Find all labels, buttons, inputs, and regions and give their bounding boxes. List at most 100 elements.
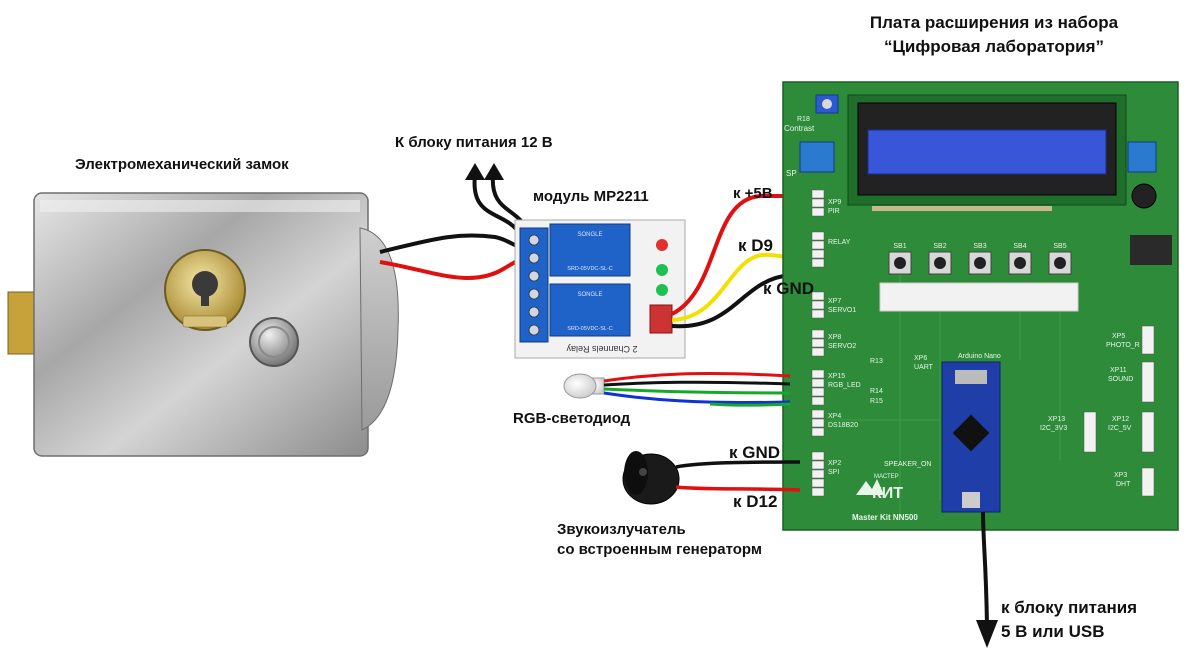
- relay-led-green-2: [656, 284, 668, 296]
- header-pin: [811, 409, 825, 419]
- rgb-led-component: [563, 372, 791, 407]
- push-button-label-2: SB2: [933, 243, 946, 250]
- board-sp: SP: [786, 169, 797, 178]
- header-pin: [811, 478, 825, 488]
- board-r18: R18: [797, 116, 810, 123]
- to-gnd-relay-label: к GND: [763, 279, 815, 298]
- board-contrast: Contrast: [784, 124, 815, 133]
- board-title-line2: “Цифровая лаборатория”: [883, 37, 1105, 56]
- push-button-cap-4: [1014, 257, 1026, 269]
- buzzer-component: [622, 451, 801, 505]
- relay-2-spec: SRD-05VDC-SL-C: [567, 326, 613, 332]
- board-uart: UART: [914, 364, 934, 371]
- relay-1-spec: SRD-05VDC-SL-C: [567, 266, 613, 272]
- board-title-line1: Плата расширения из набора: [869, 13, 1119, 32]
- header-pin: [811, 189, 825, 199]
- header-pin: [811, 347, 825, 357]
- relay-silkscreen: 2 Channels Relay: [566, 344, 638, 354]
- board-r14: R14: [870, 388, 883, 395]
- board-dht: DHT: [1116, 481, 1131, 488]
- board-servo2: SERVO2: [828, 343, 856, 350]
- board-i2c-3v3: I2C_3V3: [1040, 425, 1067, 432]
- to-5v-label: к +5В: [733, 185, 773, 202]
- relay-led-green-1: [656, 264, 668, 276]
- header-pin: [811, 258, 825, 268]
- power-5v-cable: [976, 511, 998, 648]
- header-pin: [811, 469, 825, 479]
- lock-knob-icon: [249, 317, 299, 367]
- lock-wire-red: [379, 257, 531, 280]
- logo-kit: КИТ: [872, 485, 903, 502]
- power-5v-label-line2: 5 В или USB: [1001, 622, 1105, 641]
- board-ds18b20: DS18B20: [828, 422, 858, 429]
- header-pin: [811, 451, 825, 461]
- board-i2c-5v: I2C_5V: [1108, 425, 1132, 432]
- board-spi: SPI: [828, 469, 839, 476]
- header-pin: [811, 309, 825, 319]
- board-xp8: XP8: [828, 334, 841, 341]
- relay-wire-yellow-d9: [671, 252, 801, 322]
- board-r15: R15: [870, 398, 883, 405]
- board-sound: SOUND: [1108, 376, 1133, 383]
- relay-2: [549, 283, 631, 337]
- to-gnd-buzzer-label: к GND: [729, 443, 781, 462]
- relay-2-brand: SONGLE: [577, 292, 602, 298]
- header-pin: [811, 418, 825, 428]
- electromechanical-lock: [7, 192, 399, 457]
- push-button-cap-5: [1054, 257, 1066, 269]
- rgb-led-label: RGB-светодиод: [513, 410, 631, 427]
- push-button-cap-2: [934, 257, 946, 269]
- lock-wire-black: [379, 233, 531, 254]
- board-rgb-led: RGB_LED: [828, 382, 861, 389]
- push-button-label-1: SB1: [893, 243, 906, 250]
- push-button-label-5: SB5: [1053, 243, 1066, 250]
- header-pin: [811, 338, 825, 348]
- board-buttons: SB1 SB2 SB3 SB4 SB5: [888, 243, 1072, 275]
- header-pin: [811, 460, 825, 470]
- push-button-label-3: SB3: [973, 243, 986, 250]
- board-photo-r: PHOTO_R: [1106, 342, 1140, 349]
- board-xp4: XP4: [828, 413, 841, 420]
- header-pin: [811, 369, 825, 379]
- board-xp12: XP12: [1112, 416, 1129, 423]
- buzzer-label-line1: Звукоизлучатель: [557, 521, 686, 538]
- header-pin: [811, 378, 825, 388]
- header-pin: [811, 329, 825, 339]
- board-r13: R13: [870, 358, 883, 365]
- header-pin: [811, 427, 825, 437]
- header-pin: [811, 396, 825, 406]
- header-pin: [811, 207, 825, 217]
- logo-master: МАСТЕР: [874, 474, 899, 480]
- push-button-label-4: SB4: [1013, 243, 1026, 250]
- lock-label: Электромеханический замок: [75, 156, 289, 173]
- header-pin: [811, 487, 825, 497]
- board-speaker-on: SPEAKER_ON: [884, 461, 931, 468]
- relay-led-red: [656, 239, 668, 251]
- board-model: Master Kit NN500: [852, 513, 918, 522]
- board-xp15: XP15: [828, 373, 845, 380]
- board-xp3: XP3: [1114, 472, 1127, 479]
- master-kit-logo: МАСТЕР КИТ: [856, 474, 903, 502]
- power-12v-label: К блоку питания 12 В: [395, 134, 553, 151]
- header-pin: [811, 249, 825, 259]
- to-d12-label: к D12: [733, 492, 778, 511]
- board-servo1: SERVO1: [828, 307, 856, 314]
- header-pin: [811, 240, 825, 250]
- relay-wire-red-5v: [671, 194, 800, 316]
- push-button-cap-3: [974, 257, 986, 269]
- board-xp2: XP2: [828, 460, 841, 467]
- board-xp6: XP6: [914, 355, 927, 362]
- board-xp13: XP13: [1048, 416, 1065, 423]
- relay-1-brand: SONGLE: [577, 232, 602, 238]
- header-pin: [811, 198, 825, 208]
- header-pin: [811, 300, 825, 310]
- board-pir: PIR: [828, 208, 840, 215]
- power-5v-label-line1: к блоку питания: [1001, 598, 1138, 617]
- to-d9-label: к D9: [738, 236, 773, 255]
- board-xp7: XP7: [828, 298, 841, 305]
- push-button-cap-1: [894, 257, 906, 269]
- header-pin: [811, 387, 825, 397]
